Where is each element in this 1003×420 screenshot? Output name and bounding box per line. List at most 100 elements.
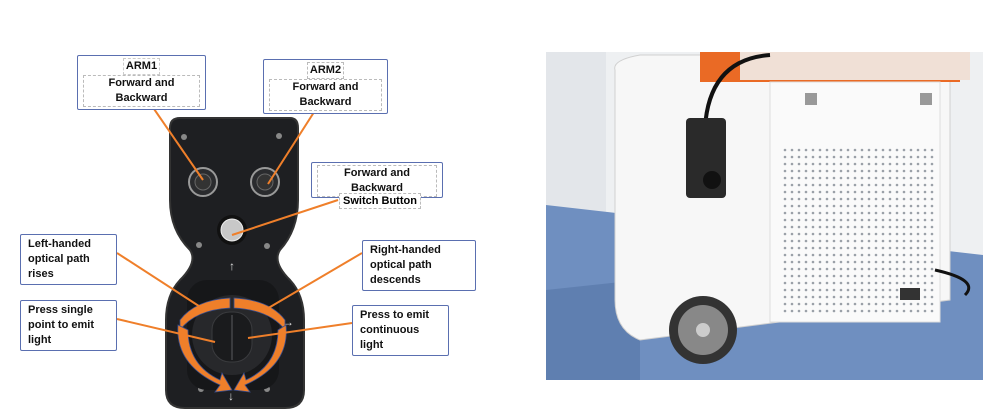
perforation-hole xyxy=(790,309,794,313)
press-emit-line2: continuous light xyxy=(360,324,420,351)
perforation-hole xyxy=(874,225,878,229)
perforation-hole xyxy=(895,274,899,278)
perforation-hole xyxy=(811,288,815,292)
perforation-hole xyxy=(860,239,864,243)
perforation-hole xyxy=(797,183,801,187)
perforation-hole xyxy=(832,225,836,229)
perforation-hole xyxy=(860,274,864,278)
perforation-hole xyxy=(818,190,822,194)
perforation-hole xyxy=(832,281,836,285)
perforation-hole xyxy=(916,281,920,285)
arm1-button[interactable] xyxy=(188,167,218,197)
perforation-hole xyxy=(860,281,864,285)
perforation-hole xyxy=(818,260,822,264)
perforation-hole xyxy=(902,148,906,152)
perforation-hole xyxy=(804,295,808,299)
perforation-hole xyxy=(881,148,885,152)
perforation-hole xyxy=(909,232,913,236)
perforation-hole xyxy=(783,197,787,201)
perforation-hole xyxy=(881,281,885,285)
perforation-hole xyxy=(902,197,906,201)
perforation-hole xyxy=(797,197,801,201)
perforation-hole xyxy=(916,169,920,173)
perforation-hole xyxy=(895,260,899,264)
perforation-hole xyxy=(825,211,829,215)
perforation-hole xyxy=(909,176,913,180)
perforation-hole xyxy=(881,162,885,166)
perforation-hole xyxy=(839,267,843,271)
perforation-hole xyxy=(818,169,822,173)
perforation-hole xyxy=(853,309,857,313)
perforation-hole xyxy=(811,295,815,299)
perforation-hole xyxy=(888,162,892,166)
perforation-hole xyxy=(895,267,899,271)
perforation-hole xyxy=(860,295,864,299)
perforation-hole xyxy=(811,162,815,166)
perforation-hole xyxy=(853,162,857,166)
perforation-hole xyxy=(874,218,878,222)
perforation-hole xyxy=(881,204,885,208)
perforation-hole xyxy=(832,211,836,215)
perforation-hole xyxy=(797,239,801,243)
perforation-hole xyxy=(874,246,878,250)
perforation-hole xyxy=(930,155,934,159)
perforation-hole xyxy=(860,246,864,250)
perforation-hole xyxy=(930,225,934,229)
perforation-hole xyxy=(811,225,815,229)
perforation-hole xyxy=(846,302,850,306)
perforation-hole xyxy=(923,260,927,264)
perforation-hole xyxy=(853,155,857,159)
perforation-hole xyxy=(797,232,801,236)
perforation-hole xyxy=(888,176,892,180)
perforation-hole xyxy=(867,260,871,264)
perforation-hole xyxy=(902,211,906,215)
perforation-hole xyxy=(888,183,892,187)
perforation-hole xyxy=(853,274,857,278)
perforation-hole xyxy=(839,260,843,264)
perforation-hole xyxy=(909,211,913,215)
left-handed-label: Left-handed optical path rises xyxy=(20,234,117,285)
perforation-hole xyxy=(832,197,836,201)
perforation-hole xyxy=(818,148,822,152)
arm2-title: ARM2 xyxy=(306,62,345,79)
perforation-hole xyxy=(783,288,787,292)
perforation-hole xyxy=(930,288,934,292)
perforation-hole xyxy=(804,225,808,229)
perforation-hole xyxy=(790,295,794,299)
switch-button[interactable] xyxy=(217,215,247,245)
perforation-hole xyxy=(846,162,850,166)
arm1-label: ARM1 Forward and Backward xyxy=(77,55,206,110)
perforation-hole xyxy=(818,267,822,271)
perforation-hole xyxy=(818,295,822,299)
perforation-hole xyxy=(853,148,857,152)
perforation-hole xyxy=(825,204,829,208)
perforation-hole xyxy=(839,183,843,187)
perforation-hole xyxy=(818,302,822,306)
perforation-hole xyxy=(825,274,829,278)
perforation-hole xyxy=(797,288,801,292)
perforation-hole xyxy=(867,204,871,208)
arm2-button[interactable] xyxy=(250,167,280,197)
perforation-hole xyxy=(783,204,787,208)
perforation-hole xyxy=(832,274,836,278)
perforation-hole xyxy=(867,218,871,222)
perforation-hole xyxy=(790,190,794,194)
perforation-hole xyxy=(839,176,843,180)
perforation-hole xyxy=(923,183,927,187)
perforation-hole xyxy=(923,155,927,159)
perforation-hole xyxy=(881,253,885,257)
perforation-hole xyxy=(895,204,899,208)
perforation-hole xyxy=(783,267,787,271)
perforation-hole xyxy=(832,169,836,173)
perforation-hole xyxy=(790,162,794,166)
perforation-hole xyxy=(783,274,787,278)
perforation-hole xyxy=(846,155,850,159)
perforation-hole xyxy=(909,225,913,229)
perforation-hole xyxy=(832,183,836,187)
perforation-hole xyxy=(783,155,787,159)
perforation-hole xyxy=(909,204,913,208)
perforation-hole xyxy=(825,183,829,187)
perforation-hole xyxy=(923,148,927,152)
perforation-hole xyxy=(818,239,822,243)
